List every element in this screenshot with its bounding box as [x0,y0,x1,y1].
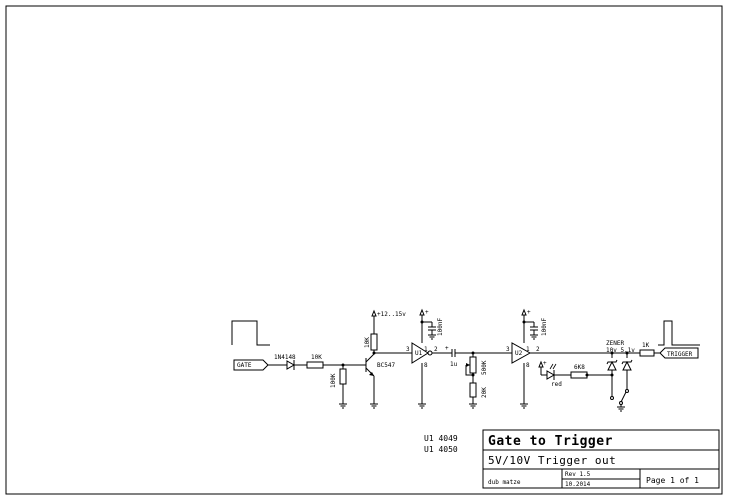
capacitor-1u-coupling: + 1u [445,345,458,368]
u1-pin2: 2 [434,346,438,353]
u2-pin8: 8 [526,362,530,369]
resistor-collector-label: 10K [364,337,371,348]
ground-icon [530,334,538,340]
u2-plus-label: + [527,309,531,316]
gate-waveform-icon [231,320,270,346]
u1-label: U1 [415,350,423,357]
resistor-series-label: 10K [311,354,322,361]
title-text: Gate to Trigger [488,434,613,449]
ground-icon [370,403,378,409]
zener-values-label: 10v 5.1v [606,347,635,354]
led-plus-label: + [543,360,547,367]
trigger-output-port: TRIGGER [659,347,699,359]
gate-input-port: GATE [233,359,269,371]
cap-u1-label: 100nF [437,318,444,336]
zener-5v1 [621,353,633,390]
zener-10v [606,353,618,396]
subtitle-text: 5V/10V Trigger out [488,454,616,467]
ground-icon [418,403,426,409]
u2-supply: + [521,308,531,316]
u2-buffer: U2 3 1 2 8 [506,342,540,369]
transistor-bc547: BC547 [365,353,395,377]
u2-pin2: 2 [536,346,540,353]
resistor-1k-out: 1K [639,342,655,357]
potentiometer-500k: 500K [465,353,488,376]
ground-icon [520,403,528,409]
u1-inverter: U1 3 1 2 8 [406,342,438,369]
ground-icon [339,403,347,409]
author-text: dub matze [488,479,521,486]
cap-u2-label: 100nF [541,318,548,336]
resistor-6k8: 6K8 [570,364,588,379]
supply-label: +12..15v [377,311,406,318]
resistor-6k8-label: 6K8 [574,364,585,371]
u1-pin1: 1 [424,346,428,353]
diode-label: 1N4148 [274,354,296,361]
capacitor-100nf-u1: 100nF [428,318,444,336]
pot-label: 500K [481,360,488,375]
u2-label: U2 [515,350,523,357]
transistor-label: BC547 [377,362,395,369]
revision-text: Rev 1.5 [565,471,591,478]
resistor-10k-series: 10K [306,354,324,369]
u1-supply: + [419,308,429,316]
resistor-base-label: 100K [330,373,337,388]
u2-pin3: 3 [506,346,510,353]
u1-pin3: 3 [406,346,410,353]
u1-plus-label: + [425,309,429,316]
zener-label: ZENER [606,340,624,347]
ground-icon [469,403,477,409]
led-red: red [546,363,562,388]
note-u1: U1 4049 [424,434,458,443]
gate-port-label: GATE [237,362,252,369]
sheet-border [5,5,723,495]
note-u2: U1 4050 [424,445,458,454]
zener-labels: ZENER 10v 5.1v [606,340,635,354]
resistor-1k-label: 1K [642,342,650,349]
trigger-waveform-icon [658,320,700,346]
resistor-10k-collector: 10K [364,333,378,351]
title-block: Gate to Trigger 5V/10V Trigger out dub m… [482,429,720,489]
ground-icon [428,334,436,340]
led-label: red [551,381,562,388]
u2-pin1: 1 [526,346,530,353]
trigger-port-label: TRIGGER [667,351,693,358]
voltage-select-switch [610,389,629,407]
coupling-cap-label: 1u [450,361,458,368]
diode-1n4148: 1N4148 [274,354,296,370]
supply-12v: +12..15v [371,309,406,318]
ground-icon [617,406,625,412]
resistor-20k-label: 20K [481,387,488,398]
resistor-100k-base: 100K [330,365,347,404]
capacitor-100nf-u2: 100nF [530,318,548,336]
resistor-20k: 20K [469,382,488,398]
coupling-plus: + [445,345,449,352]
date-text: 10.2014 [565,481,591,488]
page-number-text: Page 1 of 1 [646,476,699,485]
u1-pin8: 8 [424,362,428,369]
led-supply: + [538,360,547,368]
